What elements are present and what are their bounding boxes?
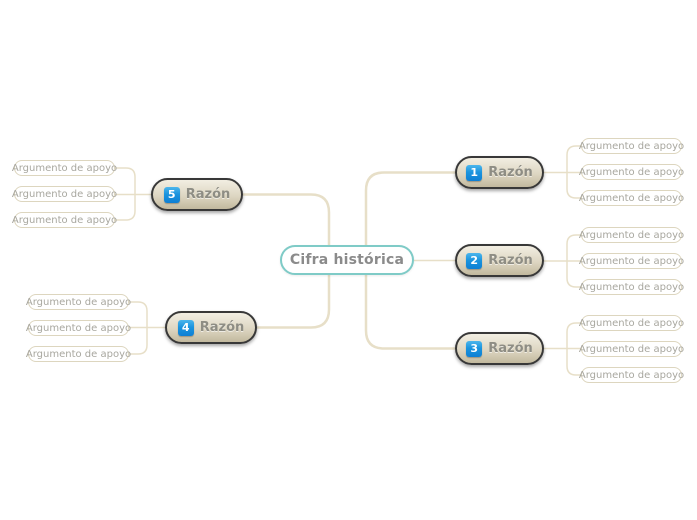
- topic-number-badge: 4: [177, 319, 194, 336]
- argument-node[interactable]: Argumento de apoyo: [579, 190, 684, 206]
- argument-node[interactable]: Argumento de apoyo: [12, 186, 117, 202]
- topic-razon-4[interactable]: 4 Razón: [165, 311, 257, 344]
- links-razon3: [544, 322, 581, 376]
- topic-label: Razón: [199, 320, 245, 335]
- argument-node[interactable]: Argumento de apoyo: [26, 320, 131, 336]
- links-razon2: [544, 234, 581, 288]
- argument-node[interactable]: Argumento de apoyo: [579, 253, 684, 269]
- topic-label: Razón: [488, 253, 533, 268]
- argument-node[interactable]: Argumento de apoyo: [579, 138, 684, 154]
- topic-number-badge: 2: [466, 252, 483, 269]
- topic-number-badge: 5: [163, 186, 180, 203]
- argument-node[interactable]: Argumento de apoyo: [579, 227, 684, 243]
- argument-node[interactable]: Argumento de apoyo: [26, 294, 131, 310]
- topic-number-badge: 1: [466, 164, 483, 181]
- argument-node[interactable]: Argumento de apoyo: [579, 164, 684, 180]
- topic-label: Razón: [185, 187, 231, 202]
- argument-node[interactable]: Argumento de apoyo: [26, 346, 131, 362]
- topic-label: Razón: [488, 341, 533, 356]
- argument-node[interactable]: Argumento de apoyo: [12, 212, 117, 228]
- links-razon5: [115, 167, 151, 221]
- topic-razon-5[interactable]: 5 Razón: [151, 178, 243, 211]
- topic-number-badge: 3: [466, 340, 483, 357]
- topic-razon-2[interactable]: 2 Razón: [455, 244, 544, 277]
- argument-node[interactable]: Argumento de apoyo: [579, 279, 684, 295]
- argument-node[interactable]: Argumento de apoyo: [579, 341, 684, 357]
- argument-node[interactable]: Argumento de apoyo: [12, 160, 117, 176]
- argument-node[interactable]: Argumento de apoyo: [579, 315, 684, 331]
- topic-razon-3[interactable]: 3 Razón: [455, 332, 544, 365]
- links-razon1: [544, 145, 581, 199]
- links-razon4: [129, 301, 165, 355]
- central-topic[interactable]: Cifra histórica: [280, 245, 414, 275]
- argument-node[interactable]: Argumento de apoyo: [579, 367, 684, 383]
- topic-razon-1[interactable]: 1 Razón: [455, 156, 544, 189]
- topic-label: Razón: [488, 165, 533, 180]
